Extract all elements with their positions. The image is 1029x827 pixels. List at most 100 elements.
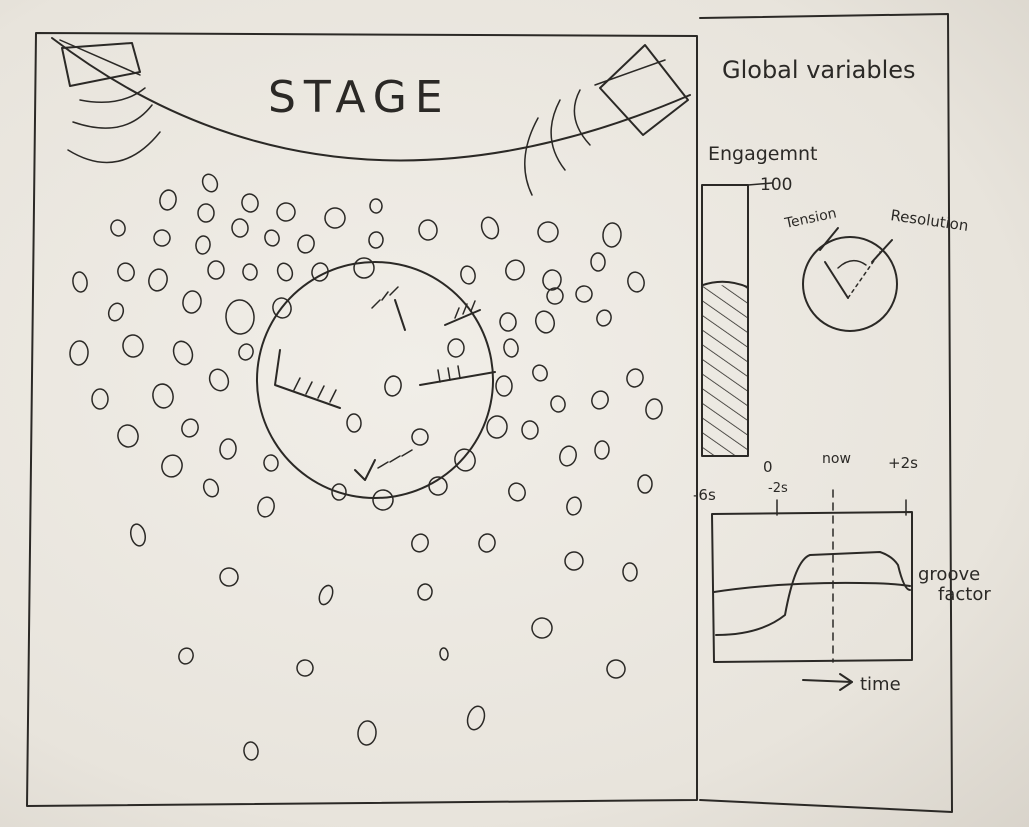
audience-member <box>72 271 88 293</box>
audience-member <box>454 448 476 472</box>
audience-member <box>69 340 89 366</box>
audience-member <box>231 218 249 238</box>
time-arrow <box>802 679 853 683</box>
tension-label: Tension <box>783 205 838 232</box>
audience-member <box>110 219 126 237</box>
audience-member <box>346 413 362 433</box>
stage-border <box>26 32 698 807</box>
engagement-min-label: 0 <box>763 458 773 476</box>
audience-member <box>263 454 279 472</box>
audience-member <box>564 551 584 571</box>
audience-member <box>626 368 644 388</box>
audience-member <box>219 567 239 587</box>
audience-member <box>590 252 606 272</box>
audience-member <box>357 720 377 746</box>
audience-member <box>201 173 219 193</box>
dancer-ring <box>256 261 494 499</box>
timeline-plot-frame <box>711 511 913 663</box>
tick-label-minus-2s: -2s <box>768 481 788 496</box>
audience-member <box>318 584 334 606</box>
audience-member <box>207 260 225 280</box>
audience-member <box>460 265 476 285</box>
audience-crowd <box>69 173 663 761</box>
groove-label: groove <box>918 564 980 585</box>
audience-member <box>331 483 347 501</box>
audience-member <box>324 207 346 229</box>
tick-label-plus-2s: +2s <box>888 454 918 472</box>
baseline-curve <box>713 581 911 593</box>
stage-panel: STAGE <box>26 32 698 807</box>
audience-member <box>152 383 174 409</box>
engagement-label: Engagemnt <box>708 143 818 165</box>
audience-member <box>353 257 375 279</box>
audience-member <box>276 262 294 282</box>
audience-member <box>602 222 622 248</box>
audience-member <box>550 395 566 413</box>
audience-member <box>622 562 638 582</box>
time-axis-label: time <box>860 674 901 695</box>
sidebar-title: Global variables <box>722 56 916 84</box>
audience-member <box>243 741 259 761</box>
audience-member <box>372 489 394 511</box>
audience-member <box>296 659 314 677</box>
audience-member <box>122 334 144 358</box>
audience-member <box>182 290 202 314</box>
audience-member <box>418 219 438 241</box>
audience-member <box>591 390 609 410</box>
time-arrow-head <box>839 673 853 691</box>
resolution-label: Resolution <box>889 206 969 235</box>
audience-member <box>503 338 519 358</box>
groove-factor-curve <box>715 551 911 636</box>
audience-member <box>537 221 559 243</box>
audience-member <box>197 203 215 223</box>
audience-member <box>480 216 500 240</box>
audience-member <box>606 659 626 679</box>
dial-resolution-tick <box>871 239 893 263</box>
factor-label: factor <box>938 584 991 605</box>
audience-member <box>627 271 645 293</box>
audience-member <box>368 231 384 249</box>
tension-resolution-dial: Tension Resolution <box>783 205 970 332</box>
audience-member <box>369 198 383 214</box>
stage-edge-arc <box>51 37 691 162</box>
audience-member <box>129 523 147 547</box>
audience-member <box>153 229 171 247</box>
audience-member <box>499 312 517 332</box>
audience-member <box>311 262 329 282</box>
audience-member <box>242 263 258 281</box>
audience-member <box>208 368 230 392</box>
dial-tension-tick <box>819 227 839 251</box>
audience-member <box>532 364 548 382</box>
stage-title: STAGE <box>268 72 451 123</box>
audience-member <box>594 440 610 460</box>
audience-member <box>486 415 508 439</box>
tick-label-now: now <box>822 451 851 467</box>
engagement-level-line <box>701 280 749 289</box>
engagement-bar-outline <box>701 184 749 457</box>
engagement-max-label: 100 <box>760 175 792 195</box>
audience-member <box>447 338 465 358</box>
right-speaker-icon <box>524 44 689 196</box>
movement-arrows <box>274 286 496 481</box>
audience-member <box>637 474 653 494</box>
audience-member <box>478 533 496 553</box>
audience-member <box>535 310 555 334</box>
audience-member <box>161 454 183 478</box>
audience-member <box>276 202 296 222</box>
engagement-max-tick <box>747 182 773 186</box>
engagement-meter: Engagemnt 100 0 <box>701 143 818 476</box>
engagement-fill <box>702 285 748 456</box>
groove-timeline: -6s -2s now +2s groove factor time <box>693 451 991 695</box>
audience-member <box>264 229 280 247</box>
audience-member <box>257 496 275 518</box>
audience-member <box>195 235 211 255</box>
audience-member <box>384 375 402 397</box>
audience-member <box>596 309 612 327</box>
audience-member <box>297 234 315 254</box>
audience-member <box>466 705 486 731</box>
audience-member <box>439 647 449 661</box>
audience-member <box>272 297 292 319</box>
audience-member <box>505 259 525 281</box>
audience-member <box>202 478 220 498</box>
audience-member <box>238 343 254 361</box>
